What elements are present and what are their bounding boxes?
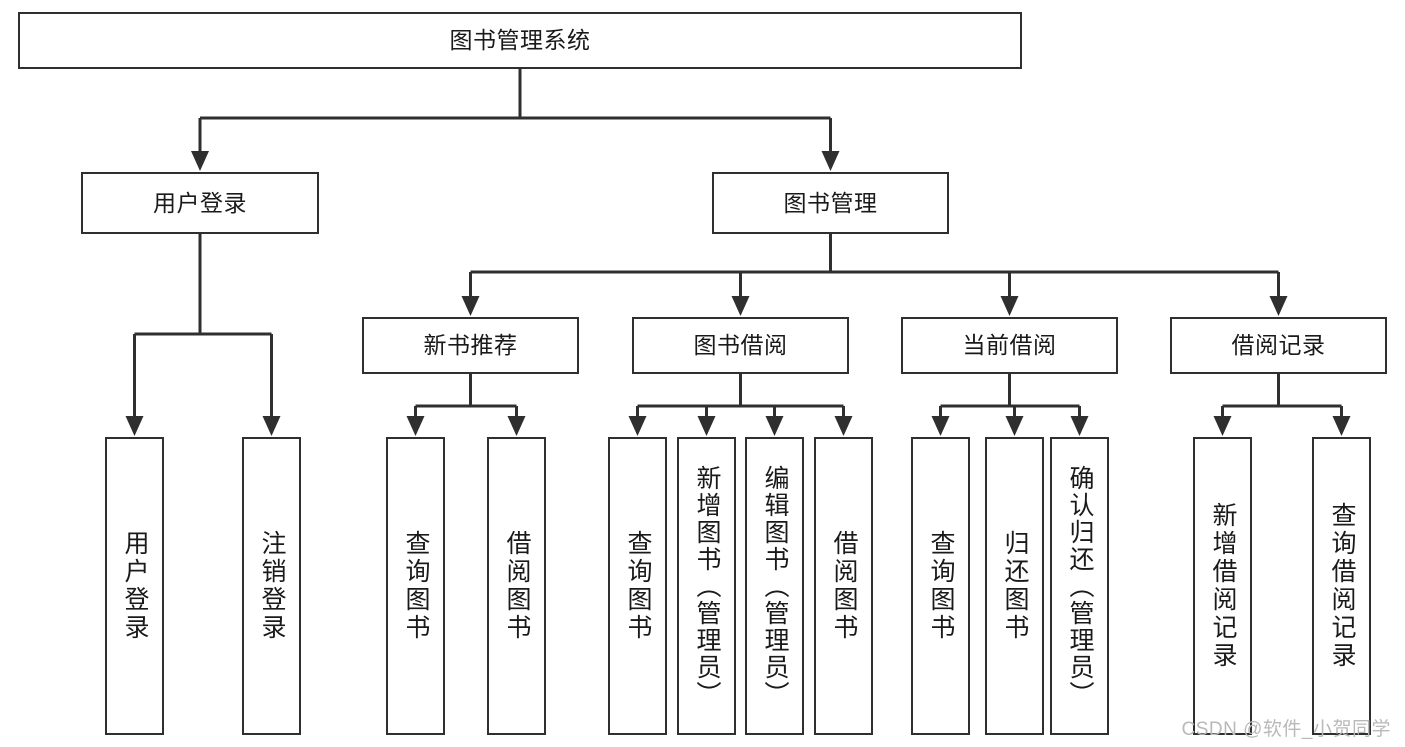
node-leaf-borrow-book-2[interactable]: 借阅图书	[814, 437, 873, 735]
node-leaf-logout[interactable]: 注销登录	[242, 437, 301, 735]
node-leaf-query-book-1[interactable]: 查询图书	[386, 437, 445, 735]
arrowhead	[834, 416, 853, 436]
node-label: 查询图书	[927, 530, 955, 642]
arrowhead	[1213, 416, 1232, 436]
node-root[interactable]: 图书管理系统	[18, 12, 1022, 69]
arrowhead	[1005, 416, 1024, 436]
node-login[interactable]: 用户登录	[81, 172, 319, 234]
node-label: 图书管理	[783, 189, 878, 216]
arrowhead	[507, 416, 526, 436]
arrowhead	[628, 416, 647, 436]
arrowhead	[765, 416, 784, 436]
arrowhead	[931, 416, 950, 436]
node-label: 编辑图书（管理员）	[761, 464, 789, 708]
node-leaf-edit-book[interactable]: 编辑图书（管理员）	[745, 437, 804, 735]
node-records[interactable]: 借阅记录	[1170, 317, 1387, 374]
node-label: 图书管理系统	[449, 27, 591, 54]
node-label: 图书借阅	[693, 332, 788, 359]
node-label: 查询借阅记录	[1328, 502, 1356, 670]
node-label: 归还图书	[1001, 530, 1029, 642]
node-current[interactable]: 当前借阅	[901, 317, 1118, 374]
node-leaf-user-login[interactable]: 用户登录	[105, 437, 164, 735]
arrowhead	[1269, 296, 1288, 316]
arrowhead	[125, 416, 144, 436]
arrowhead	[262, 416, 281, 436]
arrowhead	[1000, 296, 1019, 316]
arrowhead	[406, 416, 425, 436]
node-leaf-query-book-2[interactable]: 查询图书	[608, 437, 667, 735]
arrowhead	[821, 151, 840, 171]
node-label: 借阅图书	[503, 530, 531, 642]
arrowhead	[731, 296, 750, 316]
arrowhead	[697, 416, 716, 436]
arrowhead	[1332, 416, 1351, 436]
node-leaf-confirm-ret[interactable]: 确认归还（管理员）	[1050, 437, 1109, 735]
node-newbook[interactable]: 新书推荐	[362, 317, 579, 374]
node-label: 借阅记录	[1231, 332, 1326, 359]
node-label: 新增借阅记录	[1209, 502, 1237, 670]
node-leaf-query-record[interactable]: 查询借阅记录	[1312, 437, 1371, 735]
arrowhead	[461, 296, 480, 316]
arrowhead	[191, 151, 209, 171]
node-label: 确认归还（管理员）	[1066, 464, 1094, 708]
node-label: 新增图书（管理员）	[693, 464, 721, 708]
node-leaf-return-book[interactable]: 归还图书	[985, 437, 1044, 735]
node-label: 用户登录	[121, 530, 149, 642]
node-bookmgmt[interactable]: 图书管理	[712, 172, 949, 234]
node-label: 查询图书	[402, 530, 430, 642]
node-leaf-add-book[interactable]: 新增图书（管理员）	[677, 437, 736, 735]
node-borrow[interactable]: 图书借阅	[632, 317, 849, 374]
watermark: CSDN @软件_小贺同学	[1181, 719, 1391, 740]
node-label: 借阅图书	[830, 530, 858, 642]
node-label: 当前借阅	[962, 332, 1057, 359]
node-label: 新书推荐	[423, 332, 518, 359]
node-leaf-add-record[interactable]: 新增借阅记录	[1193, 437, 1252, 735]
node-leaf-borrow-book-1[interactable]: 借阅图书	[487, 437, 546, 735]
node-label: 用户登录	[153, 189, 247, 216]
node-leaf-query-book-3[interactable]: 查询图书	[911, 437, 970, 735]
arrowhead	[1070, 416, 1089, 436]
node-label: 注销登录	[258, 530, 286, 642]
node-label: 查询图书	[624, 530, 652, 642]
